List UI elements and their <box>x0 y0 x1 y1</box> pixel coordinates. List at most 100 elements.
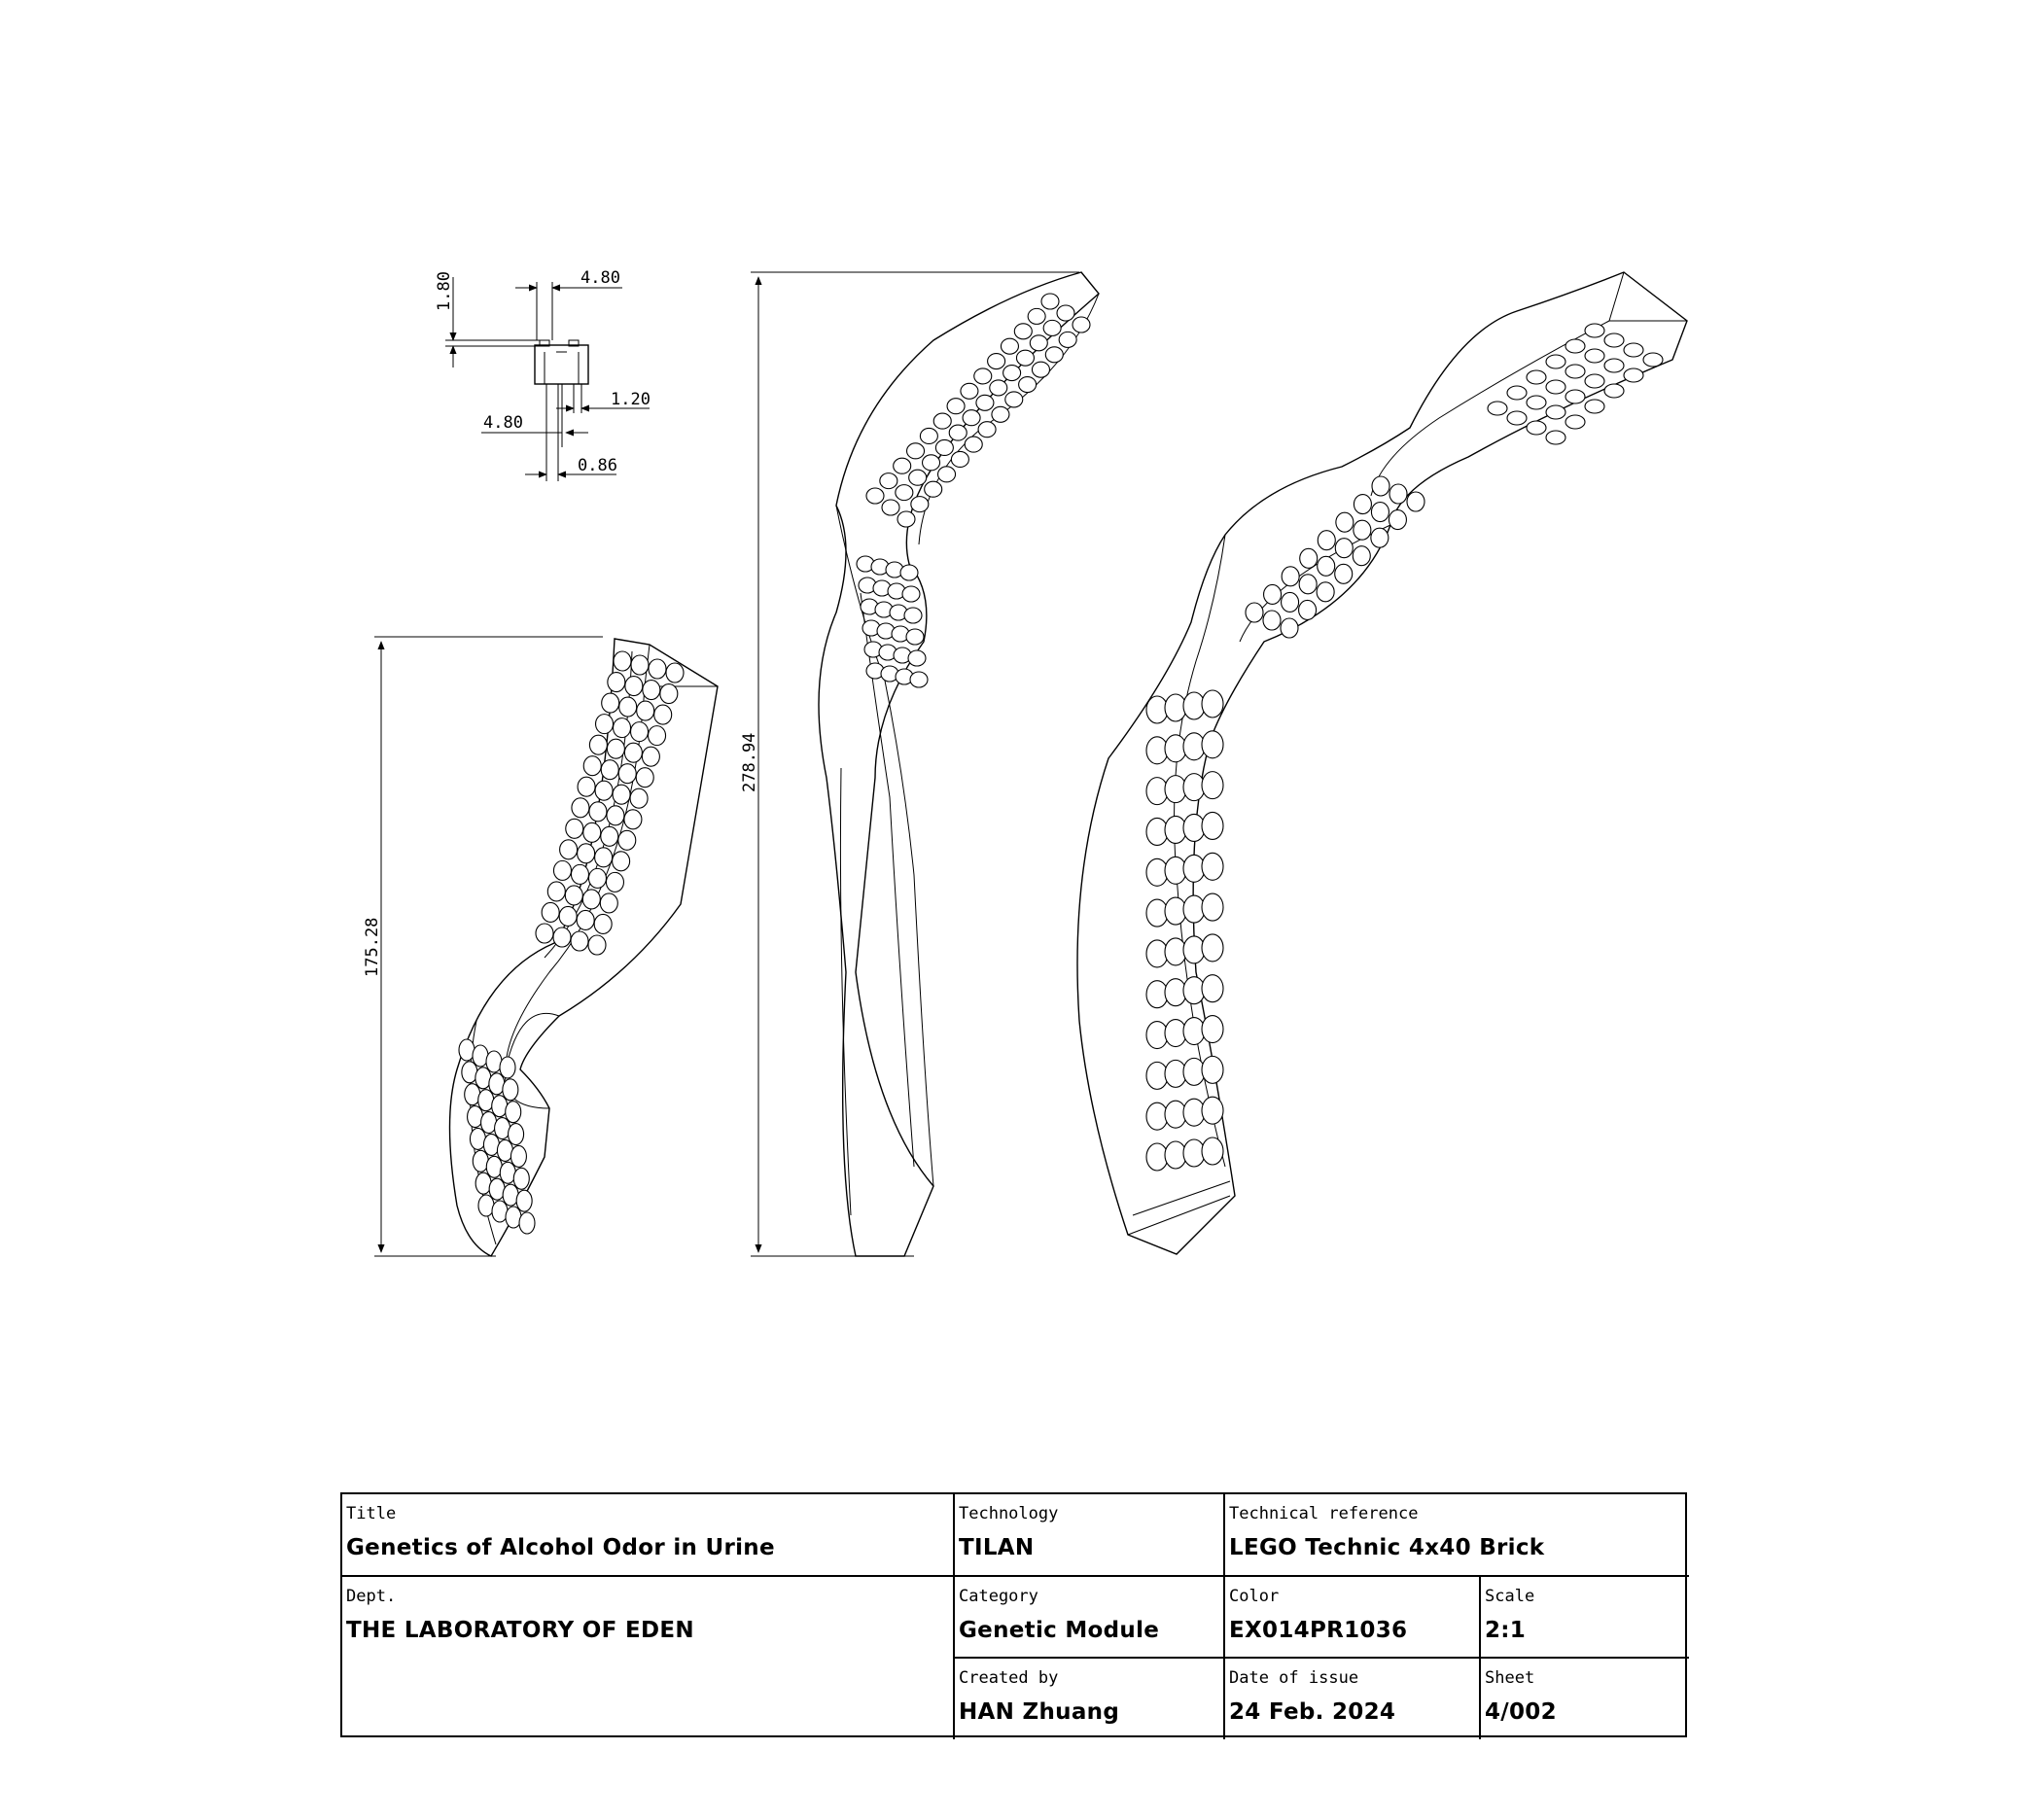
tech-reference-value: LEGO Technic 4x40 Brick <box>1229 1535 1545 1560</box>
stud <box>1072 316 1091 333</box>
stud <box>1370 502 1389 523</box>
scale-cell: Scale 2:1 <box>1481 1577 1689 1659</box>
stud <box>924 480 943 498</box>
stud <box>909 671 929 688</box>
stud <box>630 654 650 676</box>
stud <box>588 801 608 822</box>
title-block: Title Genetics of Alcohol Odor in Urine … <box>340 1492 1689 1739</box>
stud <box>1316 581 1335 603</box>
stud <box>1352 545 1371 567</box>
stud <box>546 881 566 902</box>
dim-view1-height: 175.28 <box>363 918 382 977</box>
stud <box>865 487 885 505</box>
stud <box>502 1078 519 1102</box>
stud <box>642 679 661 701</box>
stud <box>552 927 572 948</box>
stud <box>613 650 632 672</box>
stud <box>1526 395 1547 410</box>
stud <box>1623 342 1644 358</box>
color-cell: Color EX014PR1036 <box>1225 1577 1481 1659</box>
stud <box>510 1144 527 1168</box>
stud <box>1201 1137 1224 1166</box>
technology-value: TILAN <box>959 1535 1035 1560</box>
stud <box>1281 566 1300 587</box>
stud <box>1334 538 1354 559</box>
stud <box>1565 338 1586 354</box>
category-label: Category <box>959 1587 1038 1606</box>
stud <box>505 1101 522 1124</box>
stud <box>636 700 655 721</box>
category-cell: Category Genetic Module <box>955 1577 1225 1659</box>
title-label: Title <box>346 1504 397 1523</box>
category-value: Genetic Module <box>959 1618 1160 1643</box>
stud <box>1584 323 1605 338</box>
stud <box>1353 494 1372 515</box>
stud <box>1603 332 1625 348</box>
stud <box>1029 334 1048 352</box>
stud <box>588 734 608 755</box>
stud <box>1545 404 1566 420</box>
stud <box>559 839 579 860</box>
stud <box>570 930 589 952</box>
stud <box>593 913 613 935</box>
stud <box>594 780 614 801</box>
color-value: EX014PR1036 <box>1229 1618 1408 1643</box>
stud <box>1245 602 1264 623</box>
stud <box>606 805 625 826</box>
stud <box>1335 511 1354 533</box>
stud <box>1506 385 1528 401</box>
stud <box>594 847 614 868</box>
stud <box>1013 323 1033 340</box>
stud <box>587 934 607 956</box>
title-value: Genetics of Alcohol Odor in Urine <box>346 1535 775 1560</box>
stud <box>617 829 637 851</box>
stud <box>1058 331 1077 348</box>
stud <box>552 859 573 881</box>
stud <box>1642 352 1664 368</box>
color-label: Color <box>1229 1587 1280 1606</box>
tech-reference-cell: Technical reference LEGO Technic 4x40 Br… <box>1225 1494 1689 1577</box>
stud <box>975 394 995 411</box>
created-by-label: Created by <box>959 1668 1059 1688</box>
stud <box>934 438 954 457</box>
sheet-value: 4/002 <box>1485 1699 1557 1725</box>
stud <box>1031 361 1051 378</box>
stud <box>512 1167 530 1190</box>
dept-cell: Dept. THE LABORATORY OF EDEN <box>342 1577 955 1739</box>
stud <box>581 889 601 910</box>
stud <box>1040 293 1060 310</box>
stud <box>1526 420 1547 436</box>
stud <box>617 763 637 785</box>
stud <box>518 1211 536 1235</box>
stud <box>1201 730 1224 759</box>
stud <box>1603 358 1625 373</box>
sheet-cell: Sheet 4/002 <box>1481 1659 1689 1739</box>
dim-detail-wall: 0.86 <box>578 456 617 475</box>
view-2-tall-twisted-brick: 278.94 <box>740 271 1100 1257</box>
stud <box>960 382 979 400</box>
stud <box>1623 368 1644 383</box>
stud <box>1201 974 1224 1003</box>
stud <box>1018 375 1038 394</box>
stud <box>607 671 626 693</box>
stud <box>594 714 615 735</box>
stud <box>515 1189 533 1212</box>
stud <box>641 746 660 767</box>
stud <box>1317 530 1336 551</box>
stud <box>1487 401 1508 416</box>
stud <box>1201 1055 1224 1084</box>
stud <box>901 585 921 603</box>
stud <box>897 510 916 528</box>
stud <box>1201 771 1224 800</box>
stud <box>1545 430 1566 445</box>
scale-label: Scale <box>1485 1587 1535 1606</box>
stud <box>1201 933 1224 962</box>
stud <box>1056 304 1075 322</box>
stud <box>599 892 618 914</box>
stud <box>1201 1014 1224 1044</box>
stud <box>582 755 602 777</box>
stud <box>618 696 638 718</box>
stud <box>1263 583 1283 605</box>
stud <box>946 398 966 415</box>
stud <box>1545 354 1566 369</box>
